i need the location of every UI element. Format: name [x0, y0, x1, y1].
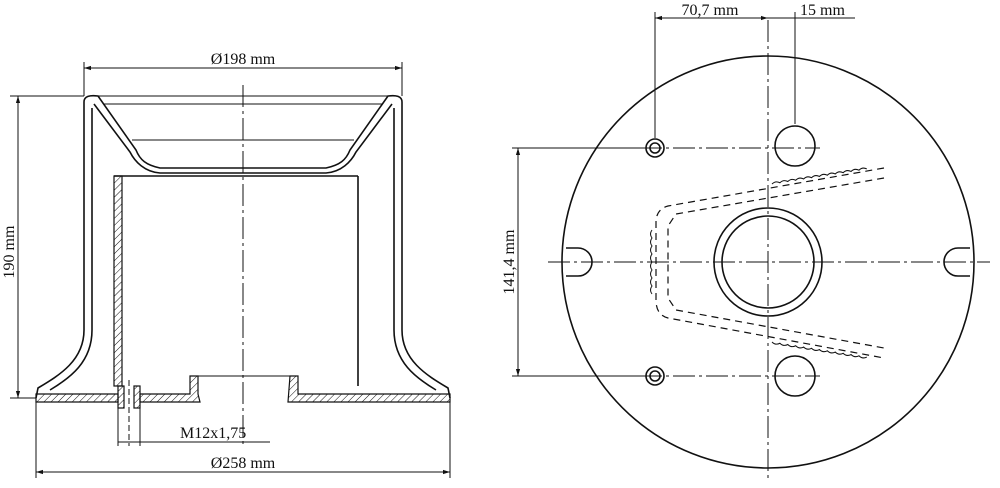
hidden-bracket-upper	[655, 167, 885, 359]
large-hole-top	[774, 125, 816, 167]
base-plate-right	[287, 375, 451, 403]
thread-insert-left	[117, 385, 125, 409]
dim-top-diameter-label: Ø198 mm	[211, 51, 276, 68]
base-plate-mid	[139, 375, 201, 403]
dim-hole-offset-label: 15 mm	[800, 2, 845, 19]
weld-seam-lower	[771, 341, 868, 359]
dim-base-diameter-label: Ø258 mm	[211, 455, 276, 472]
center-tube-outer	[713, 207, 823, 317]
base-plate-left	[35, 393, 119, 403]
dim-bolt-spacing-label: 141,4 mm	[501, 229, 518, 294]
dim-thread-label: M12x1,75	[180, 425, 246, 442]
dim-bolt-offset-x-label: 70,7 mm	[682, 2, 739, 19]
slot-left	[566, 247, 593, 277]
shell-outer-left	[83, 94, 243, 169]
weld-seam-left	[650, 229, 653, 295]
wall-left-inner	[49, 108, 93, 391]
top-view: 70,7 mm 15 mm 141,4 mm	[501, 2, 990, 480]
wall-right-outer	[401, 102, 451, 399]
dish-inner	[93, 103, 393, 174]
shell-outer-right	[243, 94, 403, 169]
inner-tube-left-wall	[113, 175, 123, 387]
wall-right-inner	[393, 108, 437, 391]
thread-insert-right	[133, 385, 141, 409]
side-view: Ø198 mm 190 mm M12x1,75 Ø258 mm	[1, 51, 451, 478]
dim-height-label: 190 mm	[1, 225, 18, 278]
slot-right	[943, 247, 970, 277]
center-tube-inner	[721, 215, 815, 309]
hidden-bracket-lower	[667, 177, 885, 349]
wall-left-outer	[35, 102, 85, 399]
weld-seam-upper	[771, 167, 868, 185]
